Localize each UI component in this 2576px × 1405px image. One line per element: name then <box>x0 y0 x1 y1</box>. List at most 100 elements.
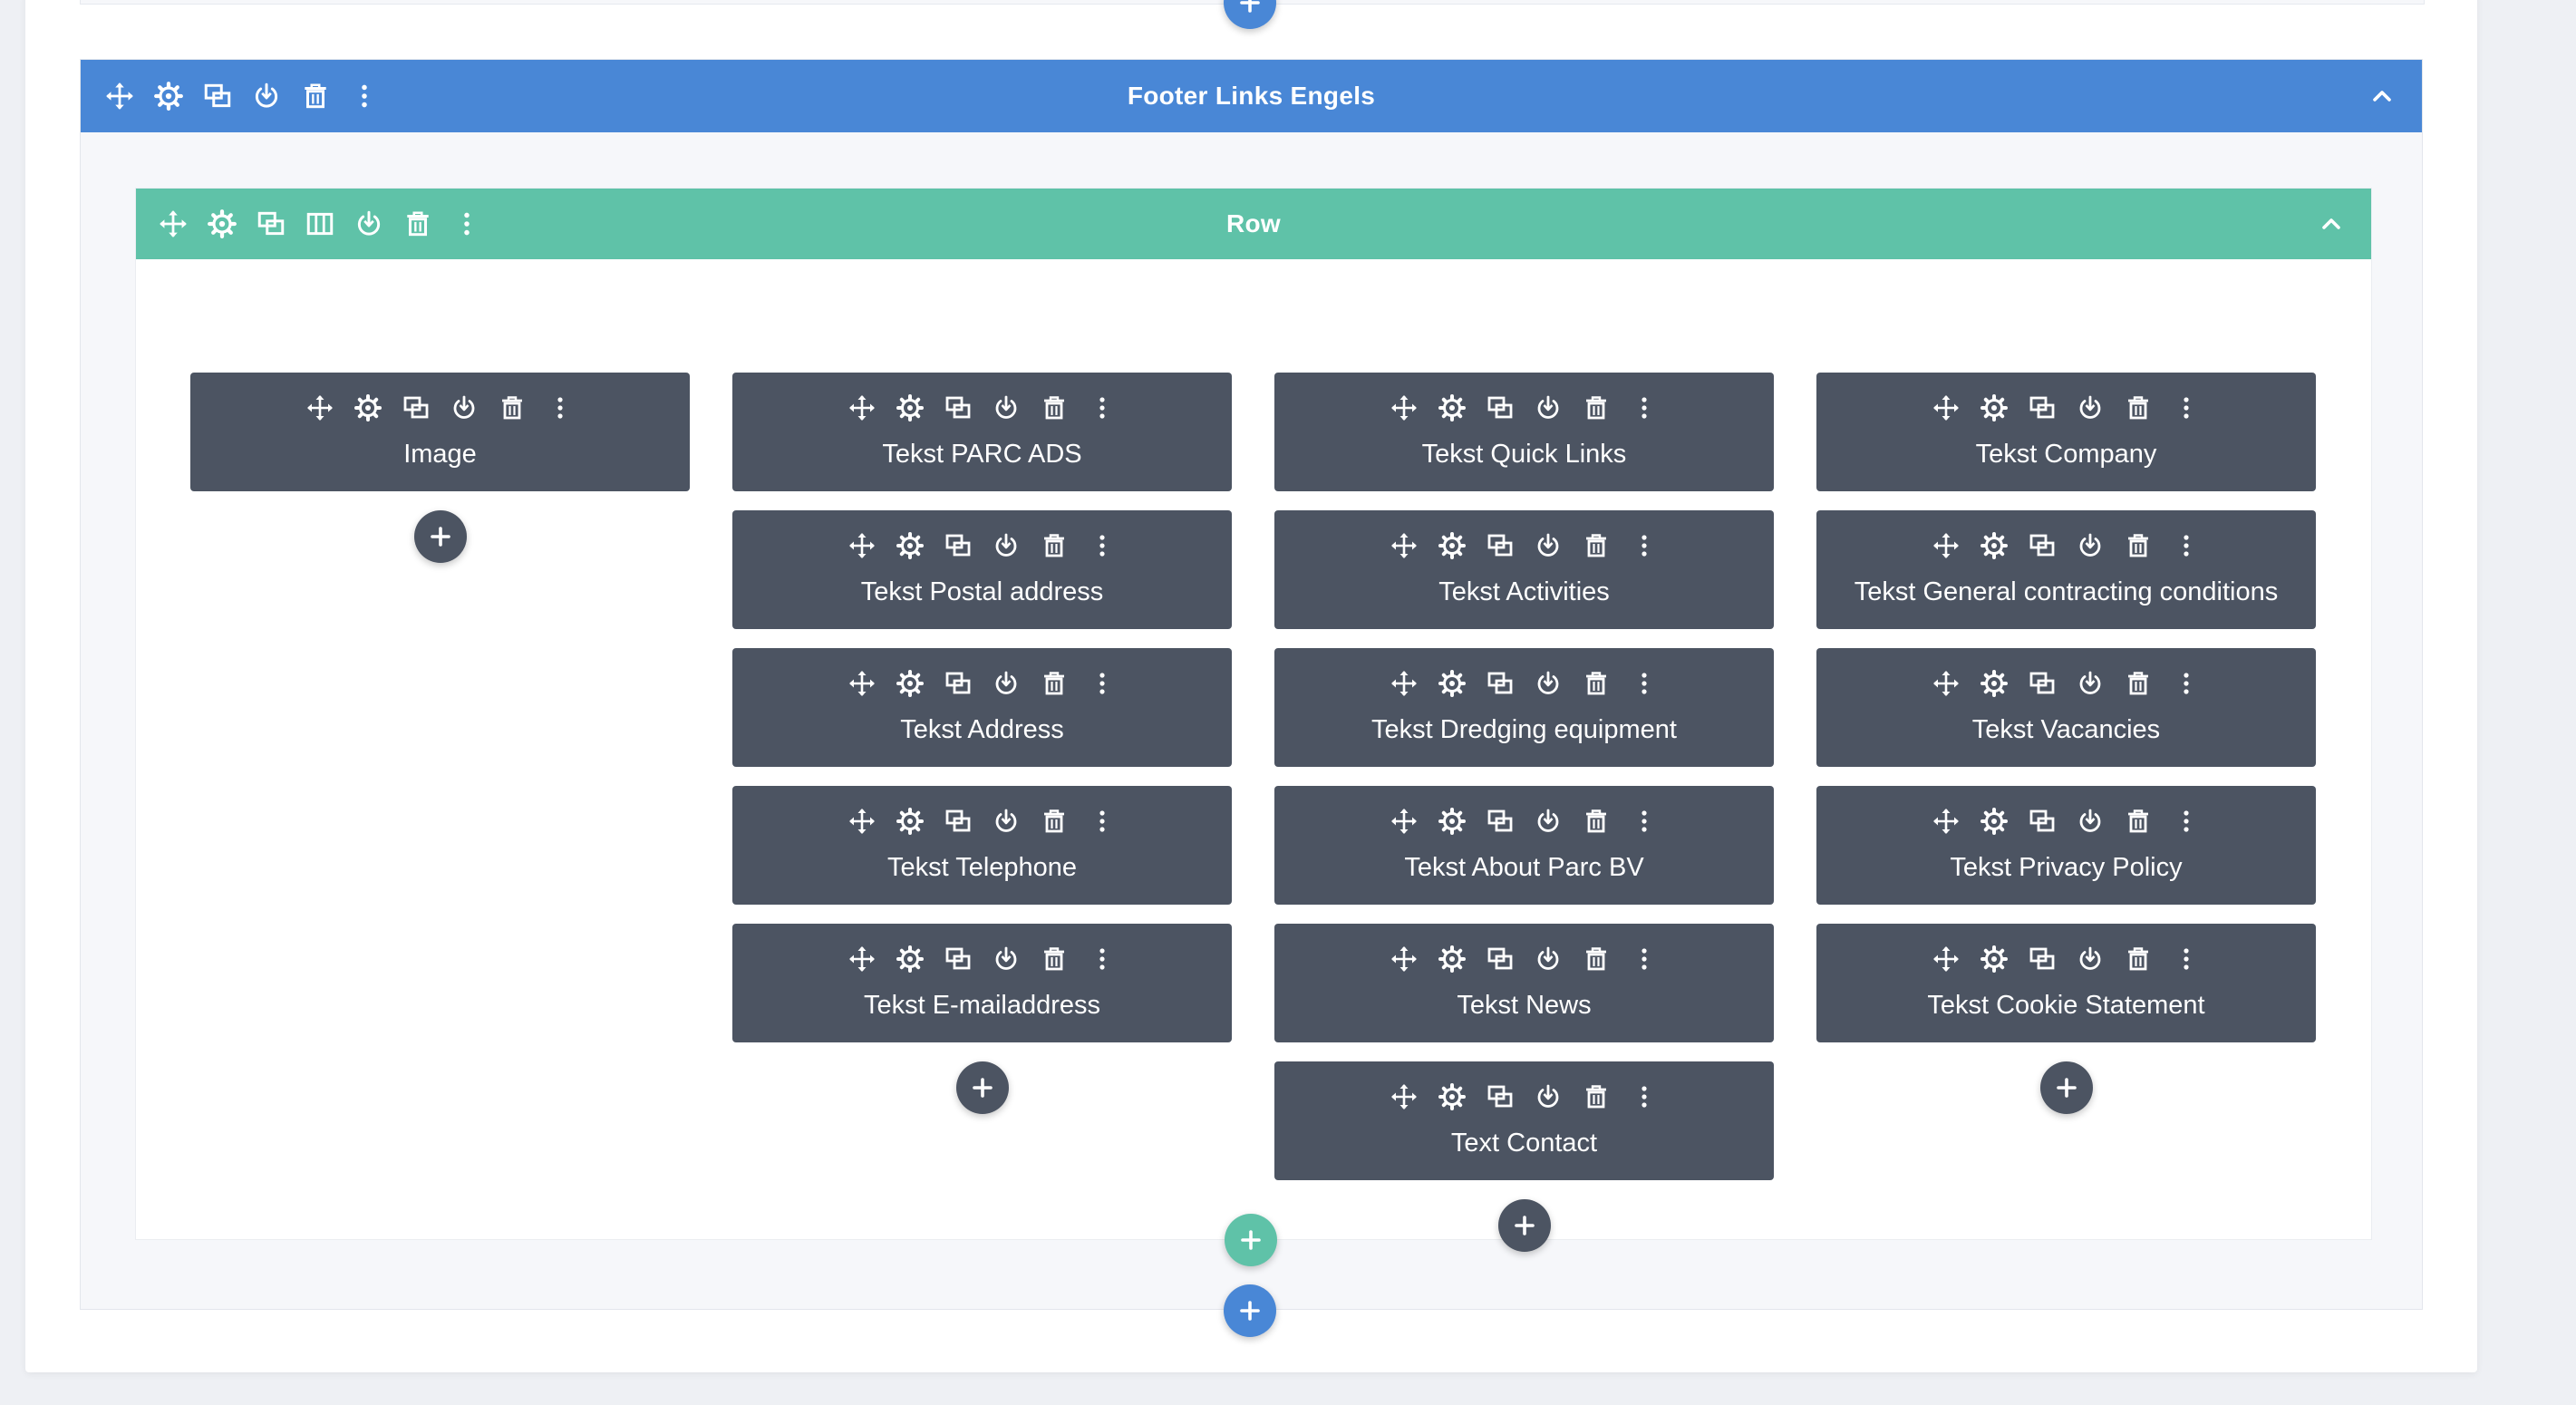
settings-icon[interactable] <box>1980 945 2009 974</box>
save-to-library-icon[interactable] <box>992 945 1021 974</box>
delete-icon[interactable] <box>1040 945 1069 974</box>
save-to-library-icon[interactable] <box>1534 945 1563 974</box>
save-to-library-icon[interactable] <box>2076 807 2105 836</box>
module[interactable]: Tekst Privacy Policy <box>1816 786 2316 905</box>
more-options-icon[interactable] <box>1088 669 1117 698</box>
duplicate-icon[interactable] <box>2028 945 2057 974</box>
settings-icon[interactable] <box>1980 531 2009 560</box>
move-icon[interactable] <box>1390 531 1419 560</box>
move-icon[interactable] <box>158 208 189 239</box>
save-to-library-icon[interactable] <box>1534 669 1563 698</box>
delete-icon[interactable] <box>1040 531 1069 560</box>
duplicate-icon[interactable] <box>2028 531 2057 560</box>
save-to-library-icon[interactable] <box>2076 393 2105 422</box>
delete-icon[interactable] <box>2124 807 2153 836</box>
delete-icon[interactable] <box>1040 669 1069 698</box>
move-icon[interactable] <box>1932 669 1961 698</box>
duplicate-icon[interactable] <box>1486 1082 1515 1111</box>
save-to-library-icon[interactable] <box>1534 393 1563 422</box>
save-to-library-icon[interactable] <box>353 208 384 239</box>
module[interactable]: Text Contact <box>1274 1061 1774 1180</box>
columns-icon[interactable] <box>305 208 335 239</box>
save-to-library-icon[interactable] <box>251 81 282 111</box>
add-module-button[interactable] <box>1497 1199 1551 1252</box>
save-to-library-icon[interactable] <box>1534 531 1563 560</box>
more-options-icon[interactable] <box>2172 945 2201 974</box>
save-to-library-icon[interactable] <box>1534 1082 1563 1111</box>
move-icon[interactable] <box>1390 807 1419 836</box>
add-section-button[interactable] <box>1224 1284 1276 1337</box>
module[interactable]: Tekst News <box>1274 924 1774 1042</box>
module[interactable]: Tekst E-mailaddress <box>732 924 1232 1042</box>
move-icon[interactable] <box>847 807 876 836</box>
duplicate-icon[interactable] <box>202 81 233 111</box>
save-to-library-icon[interactable] <box>992 393 1021 422</box>
module[interactable]: Tekst Company <box>1816 373 2316 491</box>
more-options-icon[interactable] <box>1088 945 1117 974</box>
duplicate-icon[interactable] <box>402 393 431 422</box>
duplicate-icon[interactable] <box>1486 393 1515 422</box>
duplicate-icon[interactable] <box>2028 393 2057 422</box>
settings-icon[interactable] <box>896 531 925 560</box>
duplicate-icon[interactable] <box>944 531 973 560</box>
move-icon[interactable] <box>305 393 334 422</box>
module[interactable]: Tekst Address <box>732 648 1232 767</box>
move-icon[interactable] <box>104 81 135 111</box>
delete-icon[interactable] <box>1040 393 1069 422</box>
module[interactable]: Image <box>190 373 690 491</box>
settings-icon[interactable] <box>1438 1082 1467 1111</box>
settings-icon[interactable] <box>1438 807 1467 836</box>
settings-icon[interactable] <box>896 669 925 698</box>
more-options-icon[interactable] <box>1630 669 1659 698</box>
delete-icon[interactable] <box>1582 393 1611 422</box>
module[interactable]: Tekst Postal address <box>732 510 1232 629</box>
move-icon[interactable] <box>847 669 876 698</box>
module[interactable]: Tekst PARC ADS <box>732 373 1232 491</box>
duplicate-icon[interactable] <box>944 807 973 836</box>
move-icon[interactable] <box>847 945 876 974</box>
more-options-icon[interactable] <box>349 81 380 111</box>
settings-icon[interactable] <box>896 807 925 836</box>
settings-icon[interactable] <box>207 208 237 239</box>
delete-icon[interactable] <box>2124 945 2153 974</box>
settings-icon[interactable] <box>353 393 383 422</box>
more-options-icon[interactable] <box>1630 1082 1659 1111</box>
add-module-button[interactable] <box>955 1061 1009 1114</box>
duplicate-icon[interactable] <box>2028 669 2057 698</box>
settings-icon[interactable] <box>896 393 925 422</box>
settings-icon[interactable] <box>1980 393 2009 422</box>
more-options-icon[interactable] <box>1630 393 1659 422</box>
move-icon[interactable] <box>1390 1082 1419 1111</box>
save-to-library-icon[interactable] <box>1534 807 1563 836</box>
duplicate-icon[interactable] <box>1486 807 1515 836</box>
settings-icon[interactable] <box>1438 531 1467 560</box>
row-header-bar[interactable]: Row <box>136 189 2371 259</box>
settings-icon[interactable] <box>1438 945 1467 974</box>
more-options-icon[interactable] <box>1630 945 1659 974</box>
save-to-library-icon[interactable] <box>2076 945 2105 974</box>
section-collapse-button[interactable] <box>2364 78 2400 114</box>
more-options-icon[interactable] <box>1630 807 1659 836</box>
delete-icon[interactable] <box>2124 531 2153 560</box>
settings-icon[interactable] <box>1438 669 1467 698</box>
delete-icon[interactable] <box>498 393 527 422</box>
move-icon[interactable] <box>847 393 876 422</box>
more-options-icon[interactable] <box>1630 531 1659 560</box>
duplicate-icon[interactable] <box>944 945 973 974</box>
module[interactable]: Tekst Quick Links <box>1274 373 1774 491</box>
save-to-library-icon[interactable] <box>992 807 1021 836</box>
add-module-button[interactable] <box>2039 1061 2093 1114</box>
move-icon[interactable] <box>1390 669 1419 698</box>
settings-icon[interactable] <box>1980 669 2009 698</box>
more-options-icon[interactable] <box>2172 393 2201 422</box>
move-icon[interactable] <box>1390 393 1419 422</box>
save-to-library-icon[interactable] <box>992 531 1021 560</box>
delete-icon[interactable] <box>1582 531 1611 560</box>
save-to-library-icon[interactable] <box>2076 531 2105 560</box>
add-section-button-top[interactable] <box>1224 0 1276 29</box>
delete-icon[interactable] <box>1582 945 1611 974</box>
move-icon[interactable] <box>847 531 876 560</box>
settings-icon[interactable] <box>153 81 184 111</box>
delete-icon[interactable] <box>2124 393 2153 422</box>
settings-icon[interactable] <box>1438 393 1467 422</box>
